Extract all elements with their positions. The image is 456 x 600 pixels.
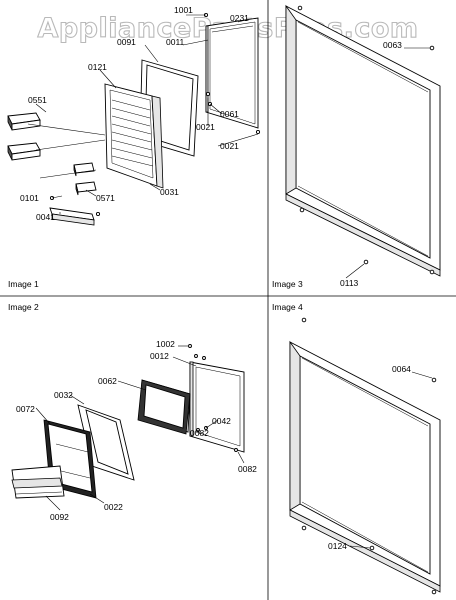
image1-labels: 1001 0231 0091 0011 0121 0551 0061 0021 … [20,5,249,222]
label-0082b: 0082 [238,464,257,474]
frame-image3 [285,4,441,277]
label-0231: 0231 [230,13,249,23]
label-0121: 0121 [88,62,107,72]
image2-screws [188,344,238,452]
label-0551: 0551 [28,95,47,105]
panel-0012 [189,361,245,453]
shelves-0551 [7,112,41,161]
label-0124: 0124 [328,541,347,551]
label-0062: 0062 [98,376,117,386]
label-0113: 0113 [340,278,359,288]
label-0042: 0042 [212,416,231,426]
image3-screws [297,5,435,275]
label-0012: 0012 [150,351,169,361]
label-0021a: 0021 [196,122,215,132]
label-0072: 0072 [16,404,35,414]
bar-0041 [49,207,95,226]
image2-caption: Image 2 [8,302,39,312]
image2-panel: 1002 0012 0062 0032 0072 0042 0082 0082 … [8,302,257,522]
label-0064: 0064 [392,364,411,374]
base-0092 [11,465,65,499]
image4-caption: Image 4 [272,302,303,312]
image4-leaders [349,371,433,549]
image1-screws [49,12,261,217]
label-0082a: 0082 [190,428,209,438]
bins-0571 [73,162,97,196]
image2-labels: 1002 0012 0062 0032 0072 0042 0082 0082 … [16,339,257,522]
door-liner-0121 [104,83,164,189]
image4-screws [301,317,437,595]
frame-image4 [289,340,441,593]
image3-leaders [345,47,430,279]
label-0092: 0092 [50,512,69,522]
label-0022: 0022 [104,502,123,512]
image1-caption: Image 1 [8,279,39,289]
image3-caption: Image 3 [272,279,303,289]
image1-leaders [27,14,259,214]
label-1001: 1001 [174,5,193,15]
label-0061: 0061 [220,109,239,119]
label-0031: 0031 [160,187,179,197]
image2-leaders [35,345,245,511]
image4-panel: 0064 0124 Image 4 [272,302,441,595]
label-0011: 0011 [166,37,185,47]
gasket-0062 [137,379,191,435]
label-0091: 0091 [117,37,136,47]
image3-panel: 0063 0113 Image 3 [272,4,441,289]
label-0063: 0063 [383,40,402,50]
label-0041: 0041 [36,212,55,222]
label-0032: 0032 [54,390,73,400]
panel-0011 [205,17,259,129]
label-0101: 0101 [20,193,39,203]
label-0021b: 0021 [220,141,239,151]
image1-panel: 1001 0231 0091 0011 0121 0551 0061 0021 … [7,5,261,289]
label-0571: 0571 [96,193,115,203]
label-1002: 1002 [156,339,175,349]
